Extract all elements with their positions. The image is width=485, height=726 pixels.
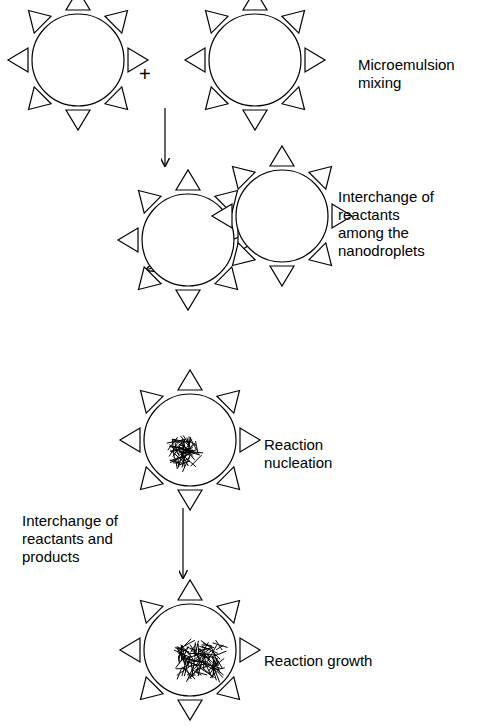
particle-stroke — [169, 447, 184, 448]
step-label: + — [139, 64, 159, 84]
surfactant-head — [240, 428, 260, 452]
surfactant-head — [243, 0, 267, 10]
surfactant-head — [185, 48, 205, 72]
step-label: Reaction nucleation — [264, 436, 374, 472]
particle-stroke — [201, 641, 213, 650]
particle-stroke — [171, 450, 184, 461]
micelle-droplet — [212, 146, 352, 286]
step-label: Interchange of reactants among the nanod… — [338, 188, 448, 260]
particle-stroke — [190, 452, 200, 455]
particle-stroke — [212, 667, 216, 680]
water-core — [32, 14, 124, 106]
step-label: Microemulsion mixing — [358, 56, 468, 92]
water-core — [142, 194, 234, 286]
micelle-droplet — [120, 370, 260, 510]
water-core — [209, 14, 301, 106]
surfactant-head — [270, 266, 294, 286]
particle-stroke — [180, 452, 189, 455]
surfactant-head — [120, 638, 140, 662]
micelle-droplet — [120, 580, 260, 720]
particle-stroke — [187, 674, 195, 675]
process-arrow — [182, 508, 183, 578]
particle-stroke — [181, 441, 184, 449]
surfactant-head — [176, 290, 200, 310]
surfactant-head — [305, 48, 325, 72]
particle-stroke — [187, 664, 195, 682]
surfactant-head — [8, 48, 28, 72]
surfactant-head — [178, 700, 202, 720]
particle-stroke — [191, 644, 197, 653]
surfactant-head — [240, 638, 260, 662]
particle-stroke — [193, 670, 202, 675]
particle-stroke — [185, 659, 194, 661]
surfactant-head — [118, 228, 138, 252]
particle-stroke — [170, 460, 179, 462]
surfactant-head — [212, 204, 232, 228]
particle-nucleus — [167, 435, 203, 472]
particle-stroke — [200, 668, 214, 677]
surfactant-head — [243, 110, 267, 130]
step-label: Interchange of reactants and products — [22, 512, 132, 566]
particle-stroke — [216, 645, 224, 650]
surfactant-head — [178, 490, 202, 510]
surfactant-head — [66, 0, 90, 10]
particle-stroke — [172, 439, 174, 459]
particle-stroke — [207, 645, 216, 662]
particle-stroke — [172, 439, 189, 442]
particle-stroke — [217, 671, 223, 677]
particle-stroke — [176, 668, 185, 669]
particle-stroke — [203, 668, 211, 674]
micelle-droplet — [185, 0, 325, 130]
surfactant-head — [270, 146, 294, 166]
surfactant-head — [120, 428, 140, 452]
surfactant-head — [178, 370, 202, 390]
particle-nucleus — [174, 639, 228, 683]
water-core — [144, 394, 236, 486]
particle-stroke — [182, 645, 186, 663]
surfactant-head — [178, 580, 202, 600]
water-core — [236, 170, 328, 262]
process-arrow — [164, 108, 165, 166]
particle-stroke — [179, 650, 182, 662]
particle-stroke — [183, 456, 190, 472]
surfactant-head — [176, 170, 200, 190]
particle-stroke — [195, 641, 199, 656]
particle-stroke — [178, 456, 182, 468]
water-core — [144, 604, 236, 696]
surfactant-head — [66, 110, 90, 130]
particle-stroke — [187, 439, 192, 448]
particle-stroke — [181, 647, 188, 662]
particle-stroke — [211, 651, 226, 657]
micelle-droplet — [8, 0, 148, 130]
particle-stroke — [193, 652, 207, 662]
particle-stroke — [209, 663, 214, 671]
particle-stroke — [191, 439, 197, 451]
step-label: Reaction growth — [264, 652, 374, 670]
micelle-droplet — [118, 170, 258, 310]
